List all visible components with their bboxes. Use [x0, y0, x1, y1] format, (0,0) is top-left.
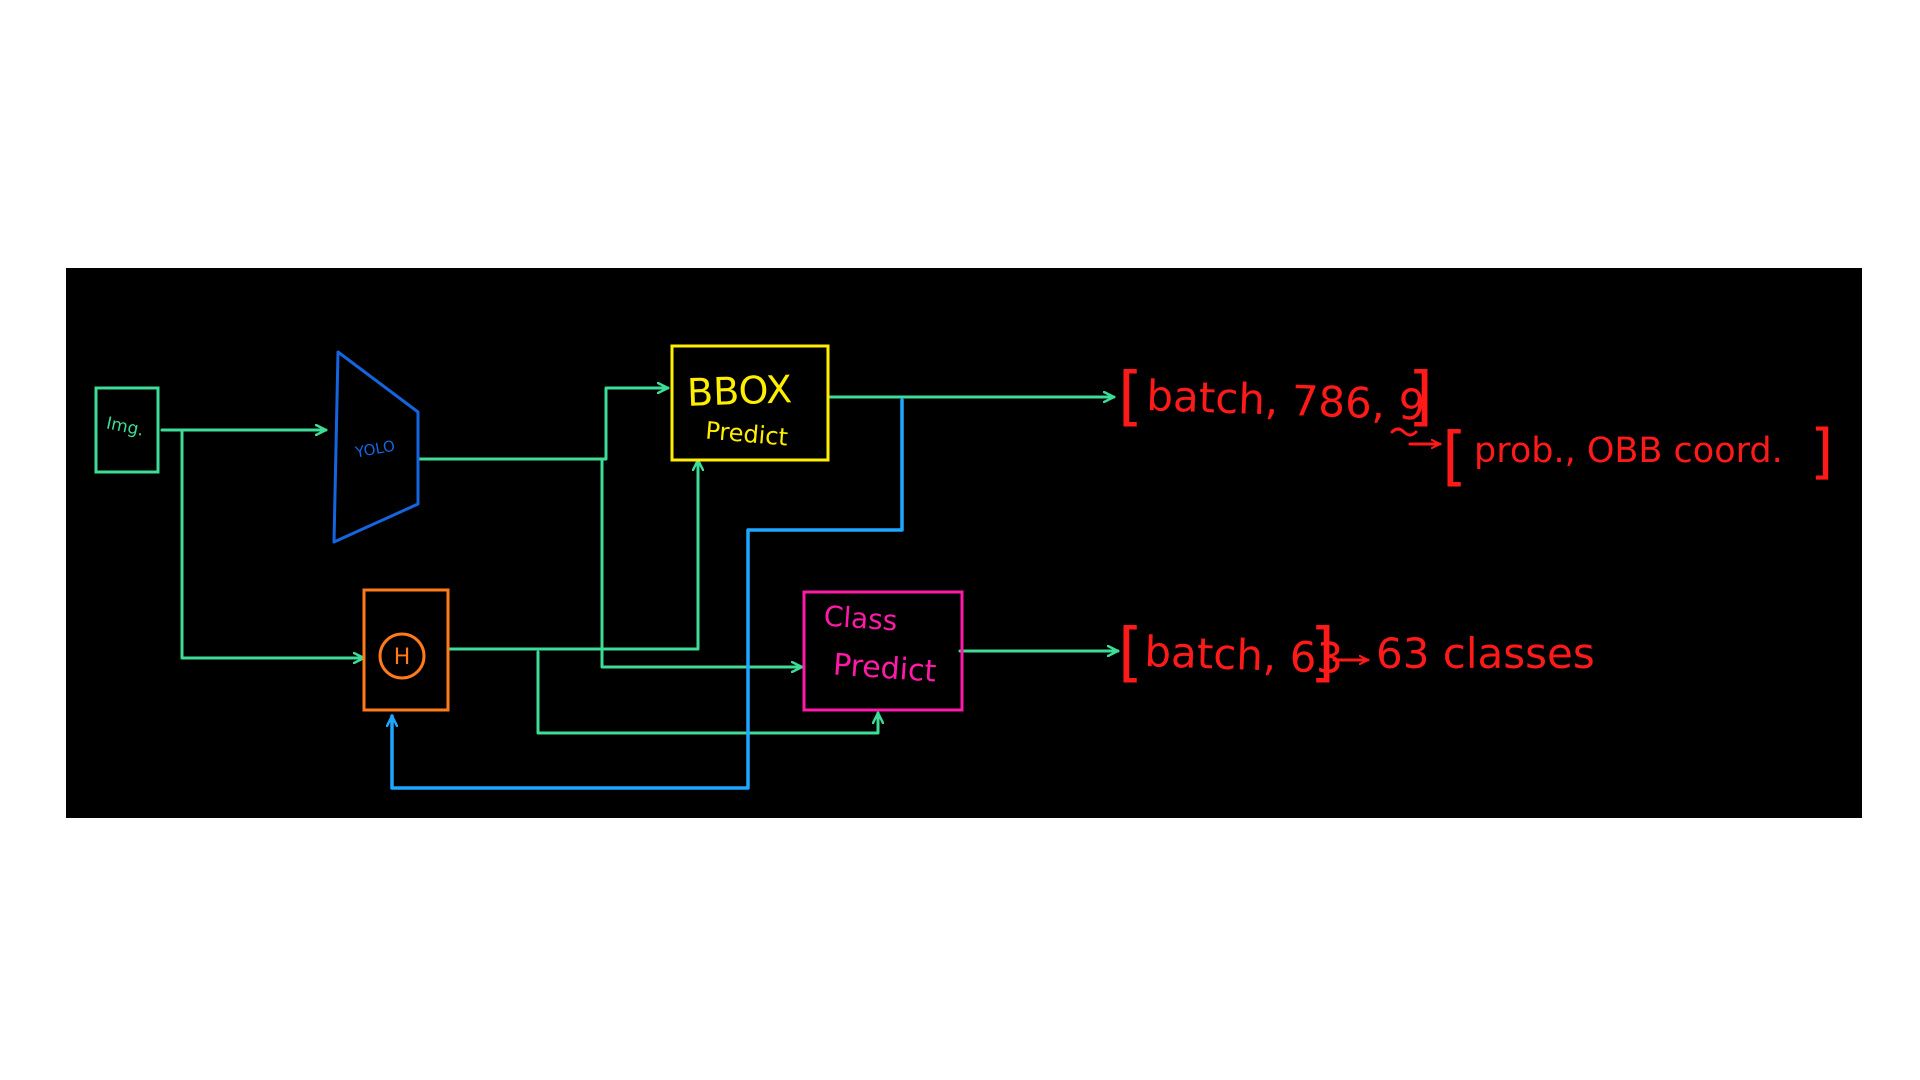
- class-output: [ batch, 63 ]: [1118, 616, 1344, 690]
- bbox-output-open-bracket: [: [1118, 360, 1143, 434]
- class-predict-title: Class: [823, 599, 899, 637]
- class-predict-box: [802, 590, 964, 712]
- bbox-output-shape-text: batch, 786, 9: [1146, 371, 1426, 430]
- bbox-output: [ batch, 786, 9 ]: [1118, 360, 1433, 434]
- bbox-output-detail: [ prob., OBB coord. ]: [1442, 417, 1833, 494]
- bbox-output-close-bracket: ]: [1408, 360, 1433, 434]
- h-label: H: [394, 645, 411, 670]
- arrow-h-to-class-bottom: [536, 650, 878, 735]
- class-detail-text: 63 classes: [1376, 629, 1595, 678]
- bbox-detail-text: prob., OBB coord.: [1474, 431, 1783, 471]
- arrow-h-to-bbox: [446, 458, 698, 651]
- arrow-yolo-to-class: [600, 457, 804, 667]
- arrow-img-to-h: [180, 428, 366, 658]
- bbox-predict-node: BBOX Predict: [670, 344, 830, 462]
- h-box: [362, 588, 450, 712]
- flow-connectors: [160, 388, 1120, 735]
- class-predict-subtitle: Predict: [832, 647, 938, 689]
- class-output-shape-text: batch, 63: [1144, 627, 1344, 683]
- arrow-bbox-feedback-to-h: [392, 398, 904, 790]
- img-box: [94, 386, 160, 474]
- h-circle: [378, 632, 426, 680]
- bbox-detail-close-bracket: ]: [1810, 417, 1833, 487]
- class-output-close-bracket: ]: [1310, 616, 1335, 690]
- bbox-predict-title: BBOX: [686, 367, 792, 415]
- bbox-detail-open-bracket: [: [1442, 420, 1467, 494]
- class-predict-node: Class Predict: [802, 590, 964, 712]
- bbox-predict-box: [670, 344, 830, 462]
- yolo-trapezoid: [332, 350, 420, 544]
- h-node: H: [362, 588, 450, 712]
- class-output-open-bracket: [: [1118, 616, 1143, 690]
- arrow-yolo-to-bbox: [416, 388, 670, 461]
- blackboard-background: [66, 268, 1862, 818]
- bbox-detail-connector: [1390, 427, 1440, 444]
